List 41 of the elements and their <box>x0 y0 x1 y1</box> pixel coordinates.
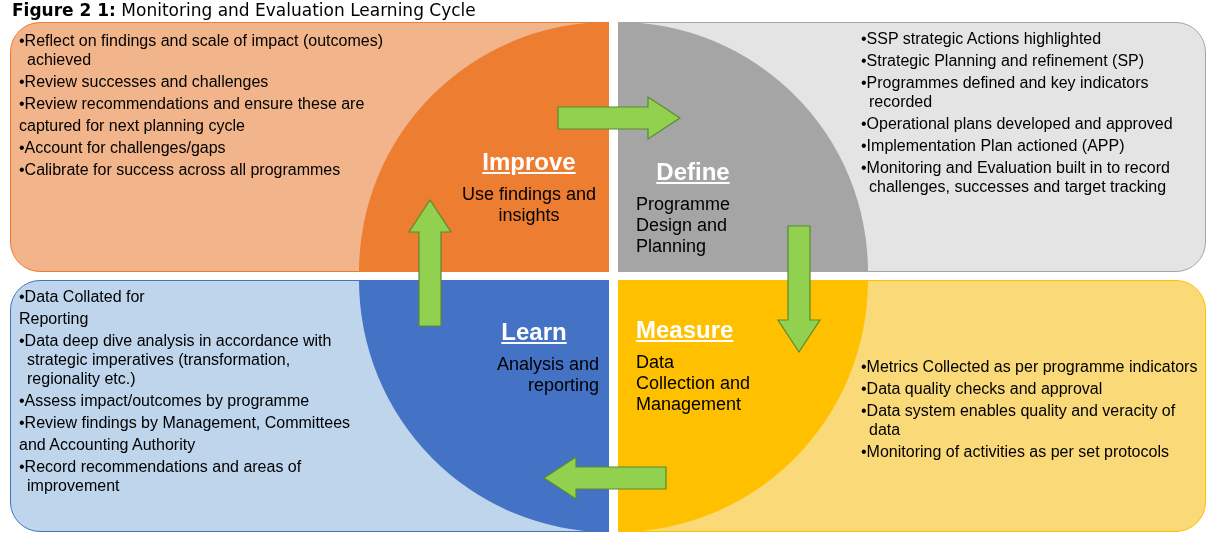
bullet-point: •Reflect on findings and scale of impact (outcomes) achieved <box>19 31 384 69</box>
bullet-point: •Data quality checks and approval <box>861 379 1104 398</box>
info-panel <box>10 22 607 272</box>
bullet-point: Reporting <box>19 309 90 328</box>
info-panel <box>618 280 1206 532</box>
segment-heading: Improve <box>481 148 577 176</box>
figure-title: Figure 2 1: Monitoring and Evaluation Learning Cycle <box>12 0 476 20</box>
bullet-point: •Data Collated for <box>19 287 146 306</box>
bullet-point: •Calibrate for success across all programmes <box>19 160 342 179</box>
bullet-point: •Account for challenges/gaps <box>19 138 227 157</box>
block-arrow <box>407 198 453 327</box>
bullet-point: •Review findings by Management, Committees <box>19 413 352 432</box>
bullet-point: •Data system enables quality and veracity of data <box>861 401 1177 439</box>
info-panel <box>618 22 1206 272</box>
bullet-point: •Review successes and challenges <box>19 72 270 91</box>
quadrant-segment <box>359 280 609 532</box>
block-arrow <box>776 225 822 354</box>
segment-description: Analysis and reporting <box>495 354 599 396</box>
segment-description: Use findings and insights <box>460 184 598 226</box>
info-panel <box>10 280 607 532</box>
segment-description: Data Collection and Management <box>636 352 752 415</box>
segment-heading: Learn <box>500 318 568 346</box>
bullet-point: •Implementation Plan actioned (APP) <box>861 136 1126 155</box>
segment-heading: Define <box>655 158 731 186</box>
block-arrow <box>557 95 682 141</box>
bullet-point: •Monitoring of activities as per set protocols <box>861 442 1170 461</box>
bullet-point: •Monitoring and Evaluation built in to record challenges, successes and target tracking <box>861 158 1171 196</box>
bullet-point: •Metrics Collected as per programme indicators <box>861 357 1199 376</box>
bullet-point: and Accounting Authority <box>19 435 197 454</box>
bullet-point: •Strategic Planning and refinement (SP) <box>861 51 1146 70</box>
bullet-point: •Record recommendations and areas of improvement <box>19 457 303 495</box>
bullet-point: •Programmes defined and key indicators recorded <box>861 73 1150 111</box>
segment-heading: Measure <box>636 316 735 344</box>
block-arrow <box>542 455 667 501</box>
bullet-point: •SSP strategic Actions highlighted <box>861 29 1103 48</box>
segment-description: Programme Design and Planning <box>636 194 732 257</box>
bullet-point: •Data deep dive analysis in accordance with strategic imperatives (transformation, regionality etc.) <box>19 331 333 388</box>
bullet-point: •Review recommendations and ensure these are <box>19 94 366 113</box>
bullet-point: •Operational plans developed and approved <box>861 114 1174 133</box>
bullet-point: captured for next planning cycle <box>19 116 246 135</box>
bullet-point: •Assess impact/outcomes by programme <box>19 391 311 410</box>
